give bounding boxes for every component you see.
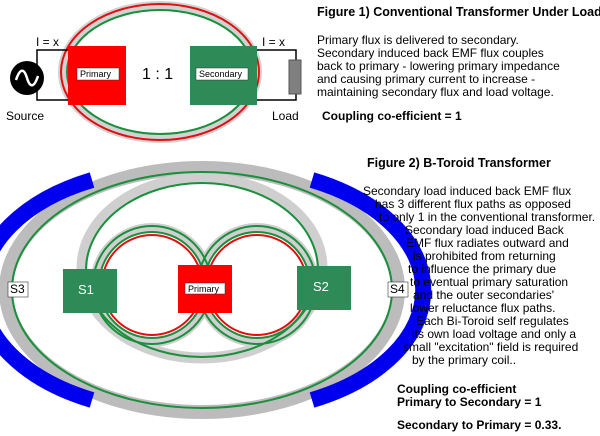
- figure1-diagram: [10, 1, 302, 143]
- fig2-desc-line-11: Each Bi-Toroid self regulates: [416, 314, 569, 328]
- fig1-desc-line-3: back to primary - lowering primary imped…: [317, 59, 560, 73]
- fig1-secondary-label: Secondary: [199, 69, 243, 79]
- fig1-wire-top-right: [257, 49, 297, 60]
- fig2-s3-coil: [0, 172, 95, 408]
- fig2-s1-coil: [63, 269, 117, 313]
- fig2-desc-line-13: small "excitation" field is required: [403, 340, 579, 354]
- fig2-s4-coil: [309, 172, 432, 408]
- fig2-desc-line-14: by the primary coil..: [412, 353, 517, 367]
- fig1-wire-bottom-right: [257, 92, 297, 101]
- figure2-diagram: [0, 161, 432, 419]
- fig1-current-right: I = x: [262, 35, 286, 49]
- fig2-desc-line-9: and the outer secondaries': [413, 288, 555, 302]
- fig1-ratio-label: 1 : 1: [142, 66, 174, 83]
- fig2-s3-label: S3: [10, 282, 25, 296]
- fig2-desc-line-8: to eventual primary saturation: [410, 275, 569, 289]
- fig2-s4-label: S4: [390, 282, 405, 296]
- fig2-coupling-title: Coupling co-efficient: [397, 382, 517, 396]
- fig1-desc-line-5: maintaining secondary flux and load volt…: [317, 85, 554, 99]
- fig2-desc-line-1: Secondary load induced back EMF flux: [363, 184, 572, 198]
- fig2-s2-coil: [297, 266, 351, 310]
- fig2-primary-label-box: [184, 282, 226, 295]
- fig1-desc-line-1: Primary flux is delivered to secondary.: [317, 33, 519, 47]
- fig1-current-left: I = x: [36, 35, 60, 49]
- fig2-s2-label: S2: [313, 279, 329, 294]
- fig2-desc-line-7: to influence the primary due: [408, 262, 557, 276]
- fig2-coupling-s2p: Secondary to Primary = 0.33.: [397, 418, 562, 432]
- fig1-coupling: Coupling co-efficient = 1: [322, 109, 462, 123]
- ac-source-icon: [10, 61, 44, 95]
- fig1-load-label: Load: [272, 109, 299, 123]
- fig2-desc-line-6: is prohibited from returning: [413, 249, 556, 263]
- fig2-s4-label-box: [387, 281, 409, 298]
- fig2-desc-line-12: its own load voltage and only a: [412, 327, 577, 341]
- fig1-source-label: Source: [6, 109, 45, 123]
- fig1-primary-label-box: [76, 67, 120, 81]
- fig1-secondary-label-box: [195, 67, 249, 81]
- fig2-coupling-p2s: Primary to Secondary = 1: [397, 395, 542, 409]
- fig1-desc-line-2: Secondary induced back EMF flux couples: [317, 46, 544, 60]
- fig2-desc-line-3: to only 1 in the conventional transforme…: [379, 210, 596, 224]
- fig2-title: Figure 2) B-Toroid Transformer: [367, 156, 551, 170]
- fig2-s3-label-box: [7, 281, 29, 298]
- fig1-primary-label: Primary: [80, 69, 111, 79]
- fig1-title: Figure 1) Conventional Transformer Under…: [317, 5, 600, 19]
- fig2-s1-label: S1: [78, 282, 94, 297]
- fig1-wire-top-left: [36, 49, 68, 65]
- fig1-wire-bottom-left: [36, 91, 68, 101]
- fig1-flux-red: [60, 3, 260, 141]
- fig2-primary-label: Primary: [188, 284, 219, 294]
- fig2-desc-line-5: EMF flux radiates outward and: [406, 236, 569, 250]
- fig1-desc-line-4: and causing primary current to increase …: [317, 72, 536, 86]
- resistor-load-icon: [288, 59, 302, 95]
- fig2-desc-line-2: has 3 different flux paths as opposed: [375, 197, 571, 211]
- fig2-desc-line-10: lower reluctance flux paths.: [410, 301, 556, 315]
- fig2-desc-line-4: Secondary load induced Back: [405, 223, 564, 237]
